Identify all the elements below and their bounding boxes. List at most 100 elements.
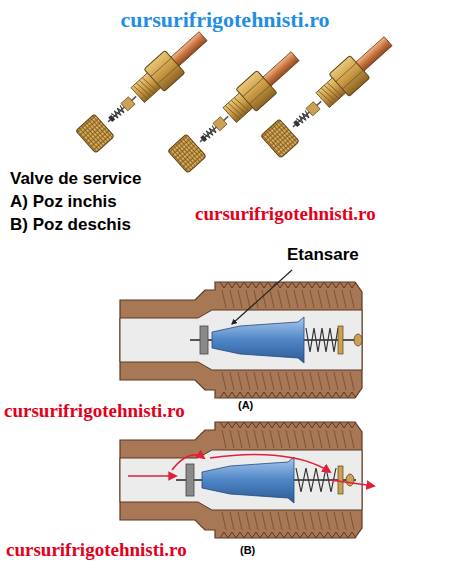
thread-tooth: [340, 282, 348, 288]
thread-tooth: [260, 422, 268, 428]
thread-line: [342, 430, 346, 448]
thread-tooth: [308, 392, 316, 398]
thread-tooth: [236, 532, 244, 538]
thread-line: [326, 290, 330, 308]
thread-line: [230, 290, 234, 308]
thread-tooth: [292, 532, 300, 538]
thread-tooth: [308, 282, 316, 288]
thread-tooth: [292, 422, 300, 428]
thread-line: [286, 290, 290, 308]
thread-line: [246, 372, 250, 390]
thread-line: [294, 512, 298, 530]
watermark: cursurifrigotehnisti.ro: [120, 7, 329, 32]
thread-tooth: [244, 282, 252, 288]
thread-line: [270, 290, 274, 308]
thread-line: [326, 372, 330, 390]
thread-tooth: [316, 422, 324, 428]
thread-line: [310, 290, 314, 308]
thread-tooth: [244, 392, 252, 398]
thread-tooth: [316, 282, 324, 288]
thread-line: [254, 372, 258, 390]
thread-tooth: [252, 532, 260, 538]
thread-line: [286, 372, 290, 390]
thread-tooth: [244, 532, 252, 538]
thread-line: [350, 290, 354, 308]
thread-line: [246, 512, 250, 530]
thread-line: [310, 430, 314, 448]
valve-section-open: [120, 422, 374, 538]
thread-tooth: [348, 282, 356, 288]
watermark: cursurifrigotehnisti.ro: [6, 539, 187, 561]
thread-line: [270, 372, 274, 390]
thread-line: [350, 372, 354, 390]
thread-tooth: [292, 282, 300, 288]
thread-tooth: [348, 532, 356, 538]
thread-tooth: [228, 282, 236, 288]
thread-tooth: [308, 532, 316, 538]
thread-line: [222, 290, 226, 308]
figure-label: (B): [240, 544, 255, 557]
thread-tooth: [252, 422, 260, 428]
thread-line: [326, 512, 330, 530]
thread-line: [318, 290, 322, 308]
thread-line: [238, 430, 242, 448]
part-label: Etansare: [287, 245, 359, 265]
thread-line: [262, 372, 266, 390]
watermark: cursurifrigotehnisti.ro: [4, 400, 185, 422]
thread-tooth: [268, 422, 276, 428]
thread-tooth: [340, 392, 348, 398]
thread-line: [350, 512, 354, 530]
thread-line: [238, 290, 242, 308]
thread-line: [278, 372, 282, 390]
thread-line: [262, 290, 266, 308]
position-label: B) Poz deschis: [10, 215, 131, 235]
thread-line: [238, 372, 242, 390]
thread-tooth: [260, 532, 268, 538]
thread-line: [318, 512, 322, 530]
thread-line: [286, 512, 290, 530]
thread-tooth: [260, 282, 268, 288]
service-valve: [76, 25, 213, 153]
leader-line: [232, 270, 292, 324]
thread-line: [334, 430, 338, 448]
thread-line: [262, 512, 266, 530]
thread-tooth: [220, 422, 228, 428]
thread-tooth: [276, 392, 284, 398]
thread-line: [246, 430, 250, 448]
thread-line: [230, 512, 234, 530]
thread-line: [278, 290, 282, 308]
thread-tooth: [308, 422, 316, 428]
thread-tooth: [252, 282, 260, 288]
thread-tooth: [292, 392, 300, 398]
thread-tooth: [332, 392, 340, 398]
thread-line: [222, 372, 226, 390]
thread-line: [302, 430, 306, 448]
thread-tooth: [252, 392, 260, 398]
thread-tooth: [332, 532, 340, 538]
thread-tooth: [268, 532, 276, 538]
thread-tooth: [284, 392, 292, 398]
thread-tooth: [236, 392, 244, 398]
thread-line: [254, 512, 258, 530]
thread-line: [262, 430, 266, 448]
thread-line: [278, 430, 282, 448]
thread-line: [326, 430, 330, 448]
thread-line: [302, 290, 306, 308]
thread-line: [318, 372, 322, 390]
thread-line: [342, 372, 346, 390]
thread-tooth: [348, 422, 356, 428]
thread-line: [302, 372, 306, 390]
thread-tooth: [324, 282, 332, 288]
thread-line: [270, 512, 274, 530]
thread-tooth: [284, 282, 292, 288]
thread-line: [230, 372, 234, 390]
thread-line: [342, 290, 346, 308]
thread-line: [334, 372, 338, 390]
thread-tooth: [228, 532, 236, 538]
service-valve: [261, 30, 398, 158]
thread-line: [254, 290, 258, 308]
thread-tooth: [276, 422, 284, 428]
thread-tooth: [300, 282, 308, 288]
thread-tooth: [284, 532, 292, 538]
thread-tooth: [324, 532, 332, 538]
